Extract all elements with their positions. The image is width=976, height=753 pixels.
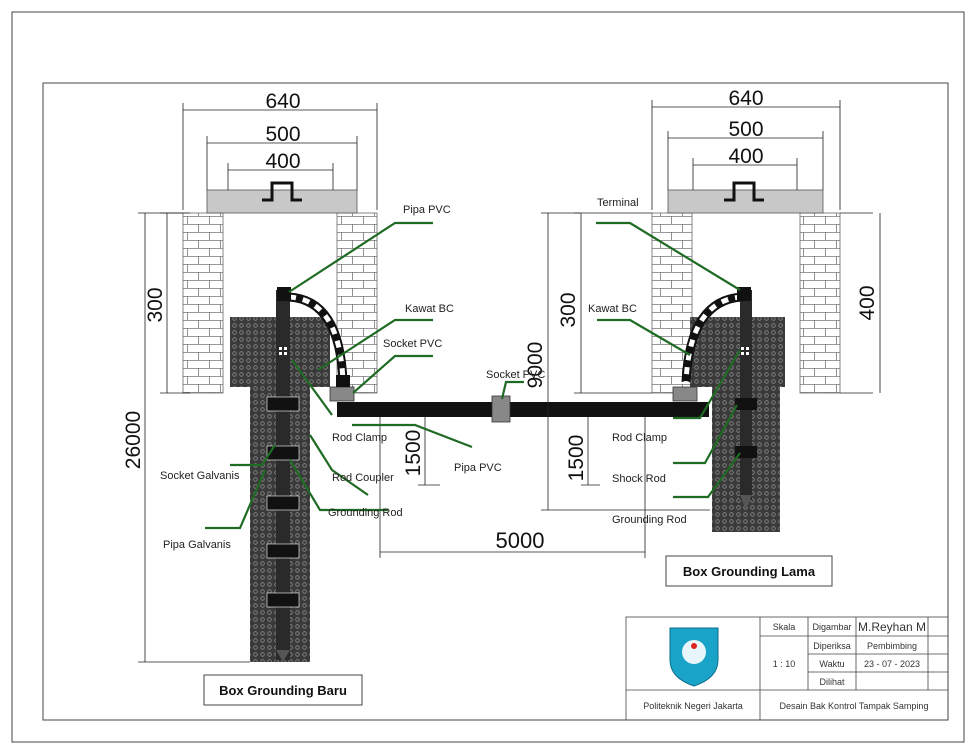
center-socket-pvc xyxy=(491,395,511,423)
left-box-title: Box Grounding Baru xyxy=(219,683,347,698)
tb-drawn-value: M.Reyhan M xyxy=(858,620,926,634)
right-box-lid xyxy=(667,189,824,214)
label-rod-clamp-right: Rod Clamp xyxy=(612,432,667,444)
tb-time-label: Waktu xyxy=(819,659,844,669)
right-box-title: Box Grounding Lama xyxy=(683,564,816,579)
label-socket-pvc-center: Socket PVC xyxy=(486,369,545,381)
label-kawat-bc-left: Kawat BC xyxy=(405,303,454,315)
left-rod-clamp xyxy=(336,375,350,387)
right-concrete-block xyxy=(690,317,785,387)
dimension-lines xyxy=(138,100,881,663)
left-curved-pvc-stripe xyxy=(288,294,346,383)
label-kawat-bc-right: Kawat BC xyxy=(588,303,637,315)
right-rod-tip xyxy=(740,495,752,510)
outer-frame xyxy=(11,11,965,743)
right-title-box xyxy=(665,555,833,587)
left-socket-pvc xyxy=(329,386,355,402)
label-pipa-galvanis: Pipa Galvanis xyxy=(163,539,231,551)
label-pipa-pvc-top: Pipa PVC xyxy=(403,204,451,216)
dim-center-1500-left: 1500 xyxy=(402,430,425,477)
label-rod-clamp-left: Rod Clamp xyxy=(332,432,387,444)
dim-right-400-height: 400 xyxy=(856,285,879,320)
tb-scale-label: Skala xyxy=(773,622,796,632)
tb-scale-value: 1 : 10 xyxy=(773,659,796,669)
left-galvanis-sockets xyxy=(266,396,300,608)
right-grounding-box xyxy=(651,181,841,532)
right-clamp-marks xyxy=(741,347,749,355)
left-grounding-box xyxy=(182,181,378,662)
left-lid-handle xyxy=(262,181,302,202)
dim-right-400: 400 xyxy=(728,145,763,168)
right-grounding-rod xyxy=(740,290,752,500)
leader-lines xyxy=(205,221,741,530)
dim-left-400: 400 xyxy=(265,150,300,173)
inner-frame xyxy=(42,82,949,721)
label-rod-coupler: Rod Coupler xyxy=(332,472,394,484)
dim-left-500: 500 xyxy=(265,123,300,146)
label-grounding-rod-left: Grounding Rod xyxy=(328,507,403,519)
left-rod-tip xyxy=(276,650,290,662)
dim-left-300: 300 xyxy=(144,287,167,322)
dim-right-500: 500 xyxy=(728,118,763,141)
left-title-box xyxy=(203,674,363,706)
label-socket-pvc-left: Socket PVC xyxy=(383,338,442,350)
tb-drawing-title: Desain Bak Kontrol Tampak Samping xyxy=(780,701,929,711)
tb-time-value: 23 - 07 - 2023 xyxy=(864,659,920,669)
left-box-lid xyxy=(206,189,358,214)
right-curved-pvc-stripe xyxy=(683,294,743,383)
dim-center-5000: 5000 xyxy=(496,528,545,553)
left-box-wall-left xyxy=(182,212,224,394)
dim-left-26000: 26000 xyxy=(122,411,145,469)
left-clamp-marks xyxy=(279,347,287,355)
tb-checked-label: Diperiksa xyxy=(813,641,851,651)
dim-center-9000: 9000 xyxy=(524,342,547,389)
label-terminal: Terminal xyxy=(597,197,639,209)
tb-institution: Politeknik Negeri Jakarta xyxy=(643,701,743,711)
label-pipa-pvc-bottom: Pipa PVC xyxy=(454,462,502,474)
dim-left-640: 640 xyxy=(265,90,300,113)
right-lid-handle xyxy=(724,181,764,202)
label-shock-rod: Shock Rod xyxy=(612,473,666,485)
tb-drawn-label: Digambar xyxy=(812,622,851,632)
left-pvc-terminal xyxy=(277,287,291,301)
tb-seen-label: Dilihat xyxy=(819,677,845,687)
tb-checked-value: Pembimbing xyxy=(867,641,917,651)
right-box-wall-right xyxy=(799,212,841,394)
dim-right-640: 640 xyxy=(728,87,763,110)
left-grounding-rod xyxy=(276,290,290,660)
label-grounding-rod-right: Grounding Rod xyxy=(612,514,687,526)
right-terminal xyxy=(737,287,751,301)
label-socket-galvanis: Socket Galvanis xyxy=(160,470,240,482)
connecting-pvc-pipe xyxy=(337,402,709,417)
dim-right-300: 300 xyxy=(557,292,580,327)
title-block xyxy=(625,616,949,721)
right-socket-pvc xyxy=(672,386,698,402)
institution-logo xyxy=(669,627,719,687)
dim-center-1500-right: 1500 xyxy=(565,435,588,482)
right-shock-rods xyxy=(735,398,757,458)
